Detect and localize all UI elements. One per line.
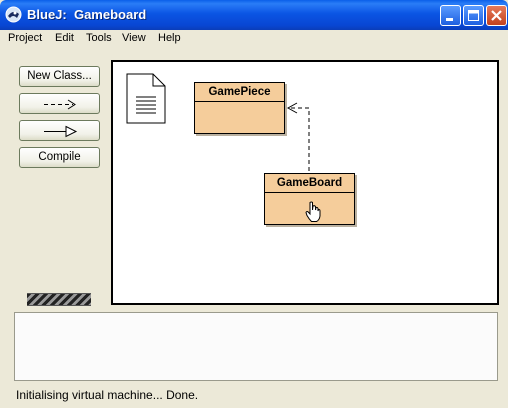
menu-project[interactable]: Project bbox=[8, 32, 43, 44]
menu-view[interactable]: View bbox=[122, 32, 146, 44]
menu-tools[interactable]: Tools bbox=[86, 32, 112, 44]
maximize-button[interactable] bbox=[463, 5, 484, 26]
class-name-label: GamePiece bbox=[195, 83, 284, 102]
minimize-icon bbox=[446, 18, 453, 21]
class-gamepiece[interactable]: GamePiece bbox=[194, 82, 285, 134]
bluej-app-icon[interactable] bbox=[5, 6, 22, 23]
document-icon[interactable] bbox=[125, 73, 167, 125]
minimize-button[interactable] bbox=[440, 5, 461, 26]
machine-activity-indicator bbox=[27, 293, 91, 306]
menu-bar: Project Edit Tools View Help bbox=[0, 30, 508, 48]
new-dependency-arrow-button[interactable] bbox=[19, 93, 100, 114]
class-name-label: GameBoard bbox=[265, 174, 354, 193]
class-gameboard[interactable]: GameBoard bbox=[264, 173, 355, 225]
title-bar[interactable]: BlueJ: Gameboard bbox=[0, 0, 508, 30]
close-button[interactable] bbox=[486, 5, 507, 26]
hand-pointer-icon bbox=[305, 201, 321, 222]
menu-help[interactable]: Help bbox=[158, 32, 181, 44]
maximize-icon bbox=[468, 10, 479, 21]
output-text-area[interactable] bbox=[14, 312, 498, 381]
new-class-button[interactable]: New Class... bbox=[19, 66, 100, 87]
close-icon bbox=[491, 10, 502, 21]
class-diagram-canvas[interactable]: GamePiece GameBoard bbox=[111, 60, 499, 305]
menu-edit[interactable]: Edit bbox=[55, 32, 74, 44]
dependency-arrow[interactable] bbox=[113, 62, 497, 303]
new-inheritance-arrow-button[interactable] bbox=[19, 120, 100, 141]
hollow-arrow-icon bbox=[44, 125, 78, 138]
window-title: BlueJ: Gameboard bbox=[27, 7, 147, 22]
compile-button[interactable]: Compile bbox=[19, 147, 100, 168]
status-message: Initialising virtual machine... Done. bbox=[16, 388, 199, 402]
dashed-arrow-icon bbox=[44, 99, 76, 110]
